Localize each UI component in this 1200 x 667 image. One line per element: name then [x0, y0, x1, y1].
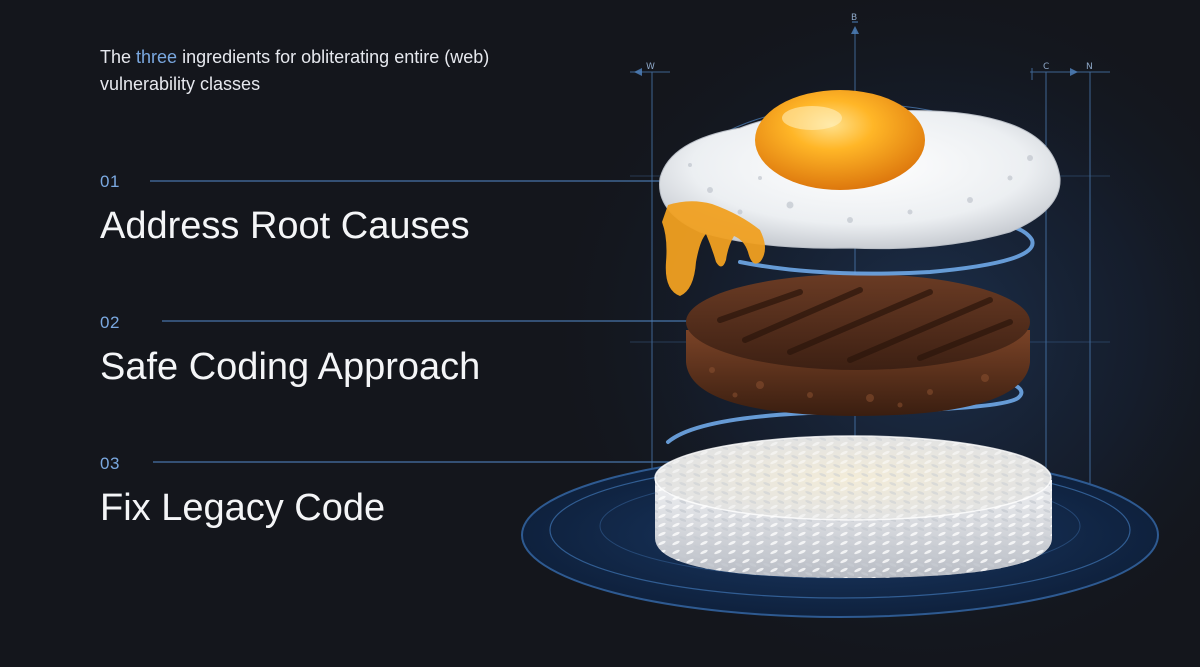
ingredient-item-1: 01 Address Root Causes [100, 172, 470, 248]
ingredient-title: Address Root Causes [100, 205, 470, 247]
subtitle-suffix: ingredients for obliterating entire (web… [100, 47, 490, 94]
rice-layer [654, 435, 1052, 578]
ingredient-number: 02 [100, 313, 120, 332]
subtitle-prefix: The [100, 47, 137, 67]
blueprint-label-right-2: N [1086, 62, 1093, 72]
subtitle-accent-word: three [136, 47, 178, 67]
ingredient-number: 01 [100, 172, 120, 191]
patty-layer [686, 274, 1030, 416]
subtitle: The three ingredients for obliterating e… [100, 44, 520, 98]
blueprint-label-left: W [646, 62, 655, 72]
ingredient-item-3: 03 Fix Legacy Code [100, 454, 385, 530]
egg-layer [659, 90, 1061, 296]
ingredient-item-2: 02 Safe Coding Approach [100, 313, 480, 389]
swirl-ring-upper [738, 220, 1035, 276]
blueprint-label-right-1: C [1043, 62, 1049, 72]
ingredient-number: 03 [100, 454, 120, 473]
ingredient-title: Fix Legacy Code [100, 487, 386, 529]
blueprint-label-top: B [851, 13, 857, 23]
ingredient-title: Safe Coding Approach [100, 346, 481, 388]
